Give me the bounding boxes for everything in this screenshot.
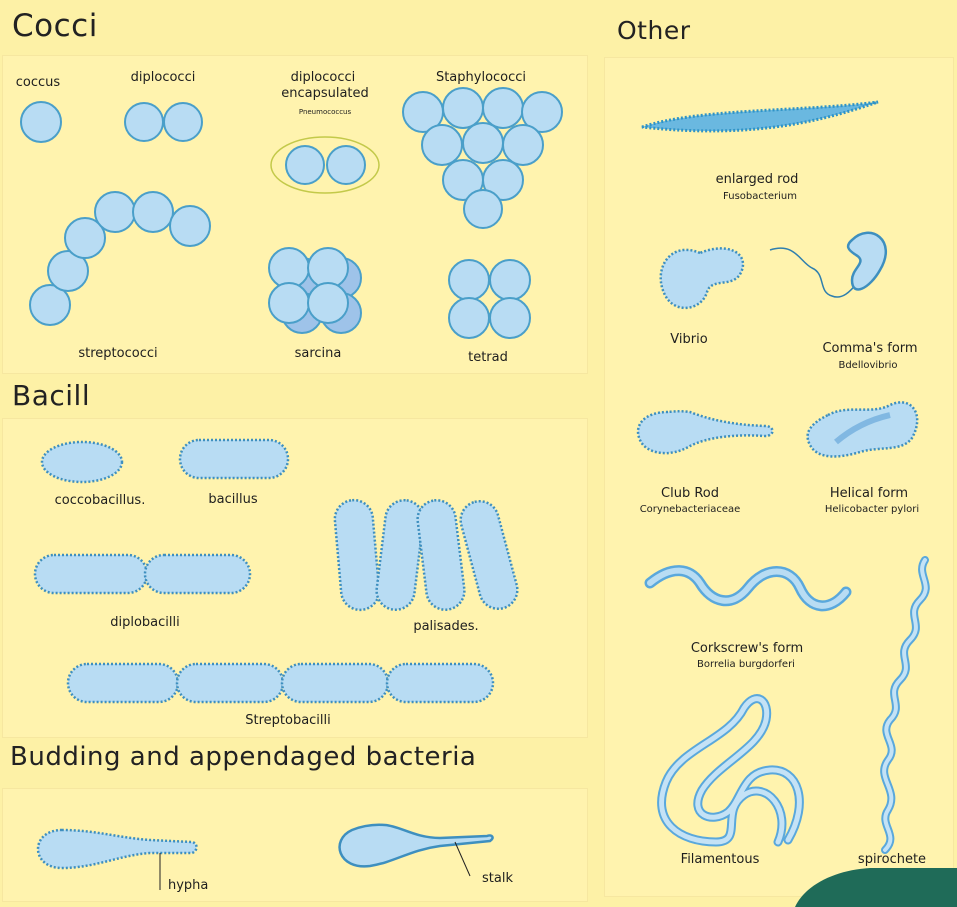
sarcina-cluster <box>269 248 361 333</box>
label-pneumococcus: Pneumococcus <box>299 108 352 116</box>
label-enlarged-rod: enlarged rod <box>716 172 799 187</box>
label-bdellovibrio: Bdellovibrio <box>838 360 897 371</box>
corner-accent-shape <box>795 868 957 907</box>
label-diplobacilli: diplobacilli <box>110 615 180 630</box>
label-coccobacillus: coccobacillus. <box>55 493 146 508</box>
label-streptococci: streptococci <box>78 346 157 361</box>
staphylococci-cluster <box>403 88 562 228</box>
streptobacilli-chain <box>68 664 493 702</box>
helical-form-cell <box>808 402 918 456</box>
comma-form-cell <box>848 233 886 290</box>
palisades-cluster <box>333 497 521 613</box>
pneumococcus-cell <box>327 146 365 184</box>
label-hypha: hypha <box>168 878 208 893</box>
comma-form-flagellum <box>770 248 858 297</box>
label-corkscrew-form: Corkscrew's form <box>691 641 803 656</box>
bacillus-cell <box>180 440 288 478</box>
label-filamentous: Filamentous <box>681 852 760 867</box>
label-tetrad: tetrad <box>468 350 508 365</box>
diplobacilli-cell <box>35 555 147 593</box>
label-sarcina: sarcina <box>295 346 342 361</box>
label-bacillus: bacillus <box>208 492 257 507</box>
label-comma-form: Comma's form <box>822 341 917 356</box>
label-fusobacterium: Fusobacterium <box>723 191 797 202</box>
tetrad-cluster <box>449 260 530 338</box>
stalk-pointer <box>455 842 470 876</box>
diplobacilli-cell <box>145 555 250 593</box>
label-borrelia: Borrelia burgdorferi <box>697 659 795 670</box>
label-club-rod: Club Rod <box>661 486 719 501</box>
label-vibrio: Vibrio <box>670 332 707 347</box>
label-corynebacteriaceae: Corynebacteriaceae <box>640 504 741 515</box>
spirochete-cell <box>884 560 926 850</box>
label-diplococci: diplococci <box>131 70 196 85</box>
diplococci-cell <box>164 103 202 141</box>
coccus-cell <box>21 102 61 142</box>
vibrio-cell <box>661 248 743 307</box>
label-helical-form: Helical form <box>830 486 908 501</box>
club-rod-cell <box>638 411 772 453</box>
label-stalk: stalk <box>482 871 513 886</box>
enlarged-rod-cell <box>642 102 878 131</box>
label-streptobacilli: Streptobacilli <box>245 713 331 728</box>
stalk-cell <box>340 825 493 867</box>
coccobacillus-cell <box>42 442 122 482</box>
hypha-cell <box>38 830 197 868</box>
label-staphylococci: Staphylococci <box>436 70 526 85</box>
label-coccus: coccus <box>16 75 61 90</box>
pneumococcus-cell <box>286 146 324 184</box>
label-palisades: palisades. <box>413 619 478 634</box>
label-diplococci-encapsulated: diplococci encapsulated <box>281 70 369 101</box>
streptococci-chain <box>30 192 210 325</box>
diplococci-cell <box>125 103 163 141</box>
filamentous-cell <box>662 699 800 842</box>
label-spirochete: spirochete <box>858 852 926 867</box>
label-helicobacter: Helicobacter pylori <box>825 504 919 515</box>
